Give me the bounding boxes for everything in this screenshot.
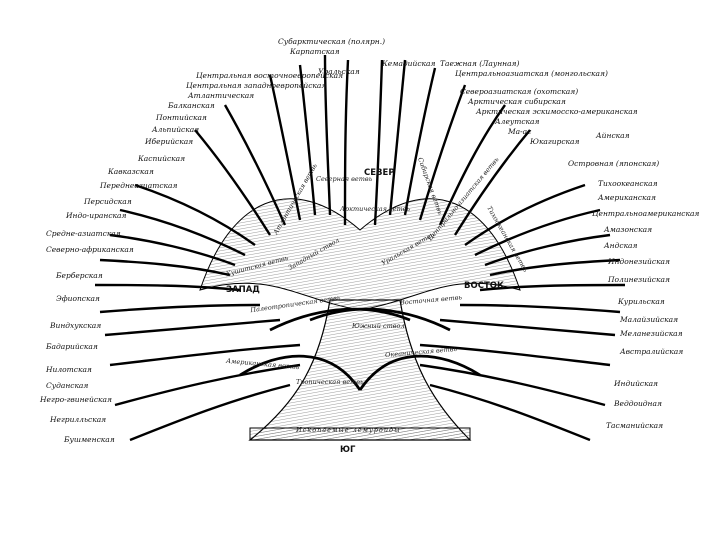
top-label: Субарктическая (полярн.): [278, 37, 386, 46]
label-south: ЮГ: [340, 445, 356, 455]
left-label: Понтийская: [156, 113, 207, 122]
right-label: Курильская: [618, 297, 665, 306]
right-label: Меланезийская: [620, 329, 683, 338]
left-label: Иберийская: [145, 137, 194, 146]
left-label: Персидская: [84, 197, 132, 206]
top-label: Кемадийская: [382, 59, 436, 68]
left-label: Негрилльская: [50, 415, 107, 424]
right-label: Юкагирская: [530, 137, 580, 146]
top-label: Карпатская: [290, 47, 340, 56]
label-west: ЗАПАД: [226, 285, 260, 295]
left-label: Альпийская: [152, 125, 200, 134]
left-label: Бадарийская: [46, 342, 98, 351]
top-label: Уральская: [318, 67, 360, 76]
right-label: Индийская: [614, 379, 659, 388]
left-label: Бушменская: [64, 435, 115, 444]
right-label: Веддоидная: [614, 399, 662, 408]
top-label: Таежная (Лаунная): [440, 59, 520, 68]
left-label: Негро-гвинейская: [40, 395, 112, 404]
lower-branches: [239, 307, 481, 391]
right-label: Полинезийская: [608, 275, 670, 284]
right-label: Малайзийская: [620, 315, 679, 324]
branch-label-southern: Южный ствол: [352, 322, 405, 330]
left-label: Виндхукская: [50, 321, 102, 330]
trunk-label: Ископаемые лемуроиды: [296, 426, 401, 434]
top-label: Центральноазиатская (монгольская): [455, 69, 608, 78]
right-label: Айнская: [596, 131, 630, 140]
trunk-base: [249, 427, 471, 441]
right-label: Арктическая эскимосско-американская: [476, 107, 638, 116]
crown: [199, 198, 521, 311]
right-label: Центральноамериканская: [592, 209, 700, 218]
right-label: Алеутская: [495, 117, 540, 126]
branch-label-northern: Северная ветвь: [316, 175, 373, 183]
right-label: Тихоокеанская: [598, 179, 658, 188]
left-label: Индо-иранская: [66, 211, 127, 220]
right-label: Амазонская: [604, 225, 653, 234]
east-branches: [419, 183, 626, 442]
right-label: Австралийская: [620, 347, 684, 356]
north-branches: [194, 54, 531, 236]
left-label: Северно-африканская: [46, 245, 134, 254]
west-branches: [94, 183, 301, 442]
right-label: Арктическая сибирская: [468, 97, 566, 106]
right-label: Североазиатская (охотская): [460, 87, 579, 96]
left-label: Атлантическая: [188, 91, 255, 100]
left-label: Нилотская: [46, 365, 92, 374]
right-label: Тасманийская: [606, 421, 664, 430]
left-label: Кавказская: [108, 167, 154, 176]
label-east: ВОСТОК: [464, 281, 504, 291]
right-label: Индонезийская: [608, 257, 670, 266]
left-label: Средне-азиатская: [46, 229, 121, 238]
label-north: СЕВЕР: [364, 168, 395, 178]
branch-label-arctic: Арктическая ветвь: [340, 205, 411, 213]
right-label: Андская: [604, 241, 638, 250]
right-label: Ма-ас: [508, 127, 532, 136]
left-label: Балканская: [168, 101, 215, 110]
left-label: Суданская: [46, 381, 89, 390]
right-label: Островная (японская): [568, 159, 660, 168]
left-label: Центральная западноевропейская: [186, 81, 327, 90]
right-label: Американская: [598, 193, 656, 202]
trunk: [248, 299, 472, 441]
left-label: Берберская: [56, 271, 103, 280]
left-label: Переднеазиатская: [100, 181, 178, 190]
left-label: Центральная восточноевропейская: [196, 71, 344, 80]
left-label: Эфиопская: [56, 294, 100, 303]
left-label: Каспийская: [138, 154, 186, 163]
branch-label-tropic: Тропическая ветвь: [296, 378, 364, 386]
